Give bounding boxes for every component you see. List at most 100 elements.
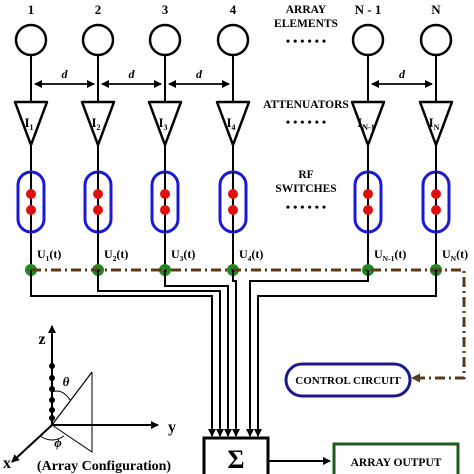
switch-contact — [228, 189, 238, 199]
switch-contact — [26, 205, 36, 215]
control-circuit-label: CONTROL CIRCUIT — [295, 375, 401, 387]
x-axis-label: x — [3, 455, 11, 472]
attenuator-label: I2 — [91, 115, 100, 132]
switches-ellipsis: • • • • • • — [286, 200, 326, 214]
observation-direction — [51, 371, 93, 426]
attenuator-label: I1 — [24, 115, 33, 132]
feed-wire — [30, 270, 216, 437]
array-column: N IN UN(t) — [418, 2, 468, 276]
switch-contact — [228, 205, 238, 215]
attenuator — [215, 100, 251, 147]
feed-wire — [254, 270, 437, 437]
switch-contact — [160, 205, 170, 215]
control-line — [31, 268, 466, 383]
element-number: 4 — [230, 2, 237, 17]
switch-contact — [363, 205, 373, 215]
antenna-element — [148, 23, 182, 57]
signal-label: UN(t) — [442, 247, 468, 263]
spacing-dimension: d — [34, 67, 95, 88]
antenna-element — [14, 23, 48, 57]
array-output-block: ARRAY OUTPUT — [332, 442, 460, 474]
array-elements-label: ARRAY ELEMENTS — [274, 4, 338, 30]
theta-label: θ — [63, 374, 70, 389]
theta-arc — [51, 390, 71, 401]
feed-wire — [164, 270, 232, 437]
spacing-label: d — [196, 67, 203, 81]
attenuator-label: I4 — [226, 115, 235, 132]
array-output-label: ARRAY OUTPUT — [351, 457, 442, 469]
switch-contact — [26, 189, 36, 199]
z-element-dot — [49, 397, 55, 403]
z-element-dot — [49, 407, 55, 413]
attenuator-label: IN-1 — [357, 115, 375, 132]
feed-wires — [30, 270, 437, 437]
element-number: 1 — [28, 2, 35, 17]
antenna-element — [216, 23, 250, 57]
z-element-dot — [49, 415, 55, 421]
elements-ellipsis: • • • • • • — [286, 34, 326, 48]
phi-arc — [39, 435, 65, 441]
switch-contact — [431, 189, 441, 199]
attenuator — [13, 100, 49, 147]
phi-label: ϕ — [54, 435, 62, 450]
control-circuit-box — [284, 362, 412, 398]
array-elements-label-line2: ELEMENTS — [274, 18, 338, 30]
z-axis-label: z — [38, 331, 45, 348]
attenuator-label: IN — [429, 115, 440, 132]
z-element-dot — [49, 363, 55, 369]
attenuators-ellipsis: • • • • • • — [286, 115, 326, 129]
rf-switches-label-line2: SWITCHES — [275, 183, 336, 195]
y-axis-label: y — [168, 419, 176, 436]
attenuator — [418, 100, 454, 147]
switch-contact — [93, 189, 103, 199]
attenuator — [350, 100, 386, 147]
element-number: 2 — [95, 2, 102, 17]
feed-wire — [246, 270, 369, 437]
summer-block: Σ — [202, 436, 270, 474]
projection-lines — [51, 372, 93, 453]
spacing-dimension: d — [371, 67, 433, 88]
antenna-element — [81, 23, 115, 57]
antenna-element — [419, 23, 453, 57]
spacing-label: d — [62, 67, 69, 81]
attenuator — [147, 100, 183, 147]
signal-label: UN-1(t) — [374, 247, 406, 263]
summer-box — [202, 436, 270, 474]
control-circuit-block: CONTROL CIRCUIT — [284, 362, 412, 398]
array-column: N - 1 IN-1UN-1(t) — [350, 2, 406, 276]
signal-label: U2(t) — [104, 247, 128, 263]
attenuator — [80, 100, 116, 147]
rf-switches-label-line1: RF — [298, 169, 313, 181]
spacing-dimension: d — [101, 67, 162, 88]
z-element-dot — [49, 386, 55, 392]
antenna-element — [351, 23, 385, 57]
x-axis — [11, 424, 53, 463]
feed-wire — [97, 270, 224, 437]
switch-contact — [160, 189, 170, 199]
array-configuration-caption: (Array Configuration) — [37, 459, 171, 474]
element-number: 3 — [162, 2, 169, 17]
element-number: N — [431, 2, 441, 17]
spacing-label: d — [129, 67, 136, 81]
z-element-dot — [49, 375, 55, 381]
element-number: N - 1 — [355, 2, 382, 17]
array-elements-label-line1: ARRAY — [286, 4, 327, 16]
spacing-label: d — [399, 67, 406, 81]
switch-contact — [431, 205, 441, 215]
attenuators-label: ATTENUATORS — [263, 99, 349, 111]
switch-contact — [93, 205, 103, 215]
switch-contact — [363, 189, 373, 199]
array-output-box — [332, 442, 460, 474]
spacing-dimension: d — [168, 67, 230, 88]
feed-wire — [232, 270, 240, 437]
signal-label: U1(t) — [37, 247, 61, 263]
attenuator-label: I3 — [158, 115, 167, 132]
summer-symbol: Σ — [228, 445, 245, 474]
